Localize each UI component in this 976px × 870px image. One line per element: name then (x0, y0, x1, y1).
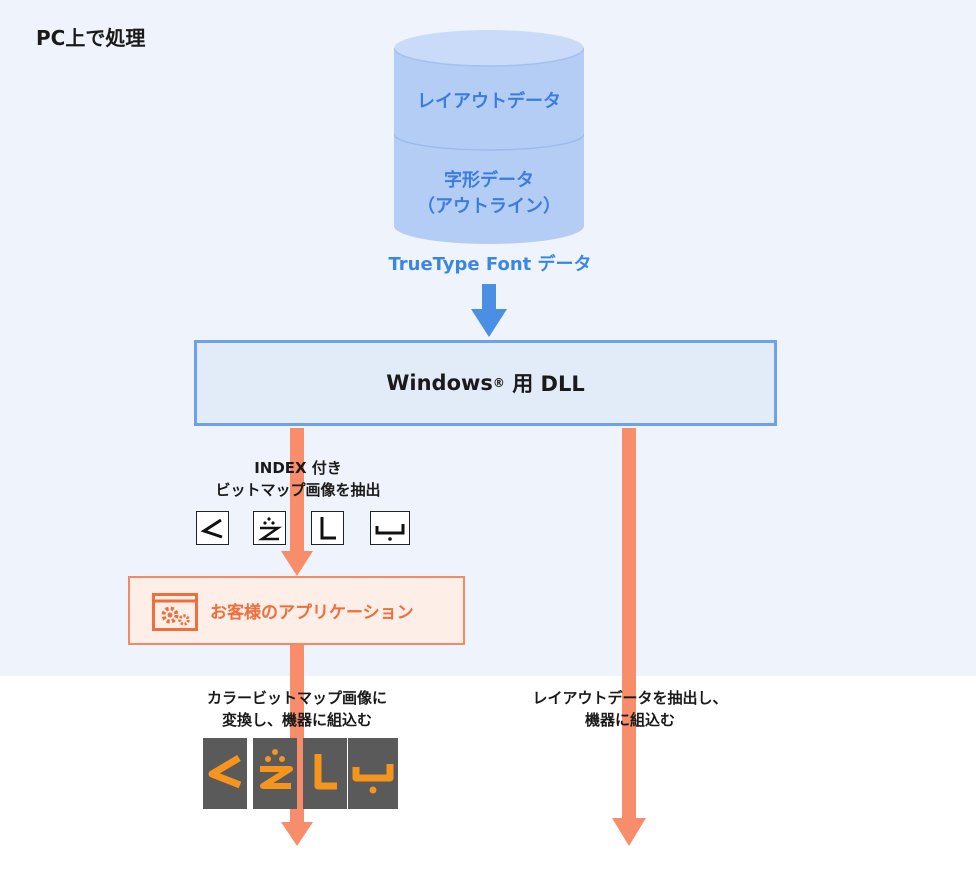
dll-label-main: Windows (386, 371, 493, 395)
index-note-line2: ビットマップ画像を抽出 (215, 481, 381, 499)
down-arrow-blue-shaft (482, 284, 496, 310)
down-arrow-blue-head (471, 309, 507, 337)
pc-area-label: PC上で処理 (36, 26, 146, 50)
ba-color-glyph-icon (352, 764, 394, 794)
application-label: お客様のアプリケーション (210, 603, 414, 623)
glyph-data-outline-label: （アウトライン） (417, 196, 561, 217)
index-glyph-kaf (196, 511, 229, 545)
color-note-line2: 変換し、機器に組込む (221, 711, 372, 729)
lam-glyph-icon (320, 517, 336, 540)
kaf-color-glyph-icon (208, 754, 242, 789)
index-glyph-tha (253, 511, 286, 545)
index-note-line1: INDEX 付き (254, 459, 342, 477)
color-glyph-tha (253, 738, 297, 809)
windows-dll-box: Windows® 用 DLL (194, 340, 777, 426)
customer-application-box: お客様のアプリケーション (128, 576, 465, 645)
index-glyph-lam (311, 511, 344, 545)
registered-mark: ® (492, 376, 505, 390)
color-glyph-ba (348, 738, 398, 809)
kaf-glyph-icon (200, 518, 223, 539)
lam-color-glyph-icon (314, 754, 337, 790)
glyph-data-label: 字形データ (444, 170, 534, 191)
arrow-dll-to-device-head (612, 818, 646, 846)
truetype-font-caption: TrueType Font データ (388, 254, 592, 275)
layout-extract-note: レイアウトデータを抽出し、 機器に組込む (500, 687, 760, 731)
tha-color-glyph-icon (260, 749, 293, 789)
ba-glyph-icon (375, 524, 405, 541)
color-bitmap-note: カラービットマップ画像に 変換し、機器に組込む (172, 687, 422, 731)
font-database-cylinder (394, 30, 584, 244)
layout-data-label: レイアウトデータ (417, 91, 561, 112)
arrow-dll-to-app-shaft (290, 428, 304, 552)
tha-glyph-icon (257, 517, 283, 541)
arrow-dll-to-app-head (281, 551, 313, 576)
dll-label-rest: 用 DLL (504, 372, 585, 396)
settings-window-icon (152, 593, 198, 631)
arrow-dll-to-device-shaft (622, 428, 636, 820)
arrow-app-to-device-head (281, 822, 313, 846)
index-glyph-ba (370, 511, 410, 545)
layout-note-line2: 機器に組込む (584, 711, 675, 729)
color-glyph-lam (303, 738, 347, 809)
index-bitmap-note: INDEX 付き ビットマップ画像を抽出 (190, 457, 406, 501)
layout-note-line1: レイアウトデータを抽出し、 (532, 689, 728, 707)
color-note-line1: カラービットマップ画像に (206, 689, 387, 707)
color-glyph-kaf (203, 738, 247, 809)
